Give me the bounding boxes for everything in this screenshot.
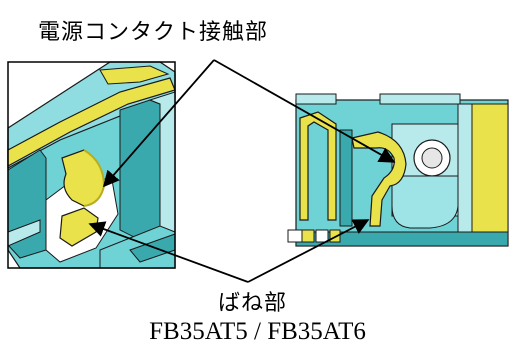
left-closeup-view xyxy=(7,61,176,269)
arrow-contact-left xyxy=(102,59,215,188)
power-contact-label: 電源コンタクト接触部 xyxy=(38,20,269,45)
arrow-spring-left xyxy=(88,221,249,283)
model-number-label: FB35AT5 / FB35AT6 xyxy=(149,318,366,345)
arrows xyxy=(88,59,396,283)
right-section-view xyxy=(287,93,509,247)
arrow-spring-right xyxy=(247,219,370,283)
spring-label: ばね部 xyxy=(218,291,288,316)
arrow-contact-right xyxy=(213,59,396,163)
